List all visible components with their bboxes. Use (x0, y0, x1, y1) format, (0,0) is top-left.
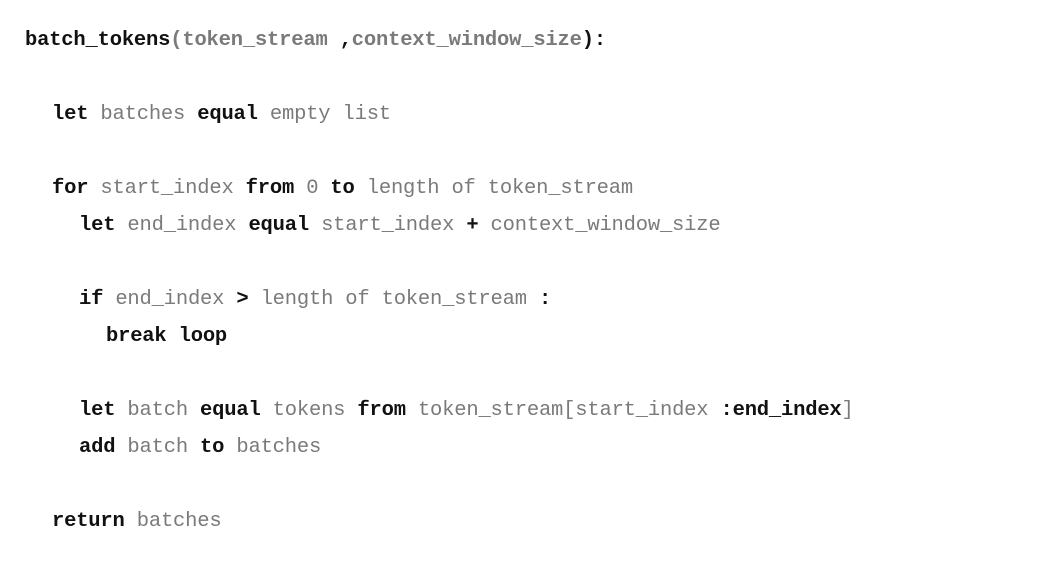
code-identifier: tokens (272, 399, 346, 422)
code-line: let batches equal empty list (52, 103, 391, 127)
code-keyword: let (79, 399, 116, 422)
code-identifier: end_index (115, 288, 225, 311)
code-keyword: from (245, 177, 295, 200)
code-keyword: batch_tokens (25, 29, 171, 52)
code-identifier: start_index (321, 214, 455, 237)
code-line: break loop (106, 325, 227, 349)
code-identifier: length of token_stream (260, 288, 527, 311)
code-identifier: batches (100, 103, 186, 126)
code-keyword: from (357, 399, 406, 422)
code-keyword: equal (200, 399, 261, 422)
code-line: let end_index equal start_index + contex… (79, 214, 721, 238)
code-keyword: :end_index (720, 399, 842, 422)
code-keyword: > (236, 288, 249, 311)
code-line: for start_index from 0 to length of toke… (52, 177, 633, 201)
code-keyword: let (52, 103, 89, 126)
code-identifier: ] (841, 399, 854, 422)
code-line: add batch to batches (79, 436, 321, 460)
code-keyword: : (538, 288, 552, 311)
code-keyword: equal (197, 103, 258, 126)
code-identifier: length of token_stream (366, 177, 633, 200)
code-keyword: let (79, 214, 116, 237)
code-keyword: ): (581, 29, 606, 52)
code-identifier: context_window_size (490, 214, 721, 237)
code-keyword: to (200, 436, 225, 459)
code-keyword: for (52, 177, 89, 200)
code-keyword: equal (248, 214, 309, 237)
code-line: let batch equal tokens from token_stream… (79, 399, 854, 423)
code-identifier: 0 (306, 177, 319, 200)
code-line: return batches (52, 510, 222, 534)
code-identifier: context_window_size (351, 29, 582, 52)
code-keyword: to (330, 177, 355, 200)
function-signature: batch_tokens(token_stream ,context_windo… (25, 29, 606, 53)
code-identifier: batch (127, 399, 188, 422)
code-identifier: batches (236, 436, 322, 459)
code-identifier: token_stream (182, 29, 328, 52)
code-identifier: ( (170, 29, 183, 52)
code-keyword: add (79, 436, 116, 459)
code-identifier: start_index (100, 177, 234, 200)
code-keyword: if (79, 288, 104, 311)
code-identifier: batches (136, 510, 222, 533)
code-identifier: token_stream[start_index (417, 399, 709, 422)
code-keyword: return (52, 510, 125, 533)
code-keyword: break loop (106, 325, 228, 348)
code-line: if end_index > length of token_stream : (79, 288, 551, 312)
code-identifier: batch (127, 436, 188, 459)
code-identifier: empty list (269, 103, 391, 126)
code-keyword: , (339, 29, 352, 52)
code-keyword: + (466, 214, 479, 237)
code-identifier: end_index (127, 214, 237, 237)
